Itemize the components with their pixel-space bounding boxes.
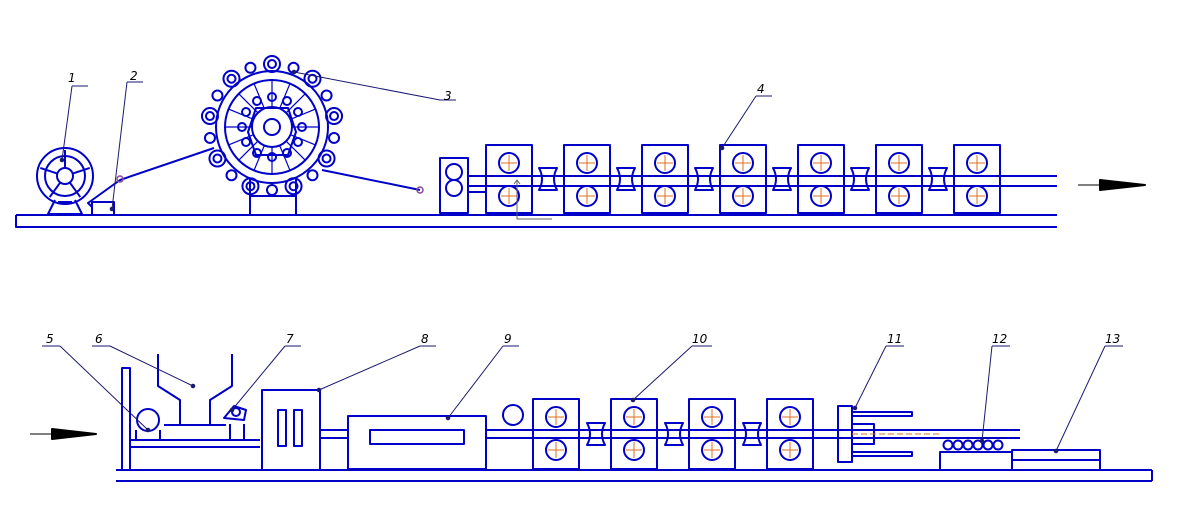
callout-leader [852, 345, 904, 411]
callout-leader [92, 345, 196, 389]
cut-off-unit [837, 405, 940, 463]
sizing-roll-stand [532, 398, 580, 470]
idler-roll [502, 404, 524, 426]
callout-leader [229, 345, 301, 413]
groove-roll [664, 422, 684, 446]
callout-number: 3 [444, 89, 452, 103]
callout-leader [316, 345, 436, 393]
forming-roll-stand [563, 144, 611, 214]
groove-roll [850, 167, 870, 191]
sizing-roll-stand [688, 398, 736, 470]
groove-roll [694, 167, 714, 191]
callout-number: 1 [68, 71, 76, 85]
callout-leader [109, 81, 143, 212]
forming-roll-stand [797, 144, 845, 214]
callout-leader [1053, 345, 1123, 454]
groove-roll [742, 422, 762, 446]
callout-number: 13 [1105, 332, 1120, 346]
callout-leader [445, 345, 519, 421]
forming-roll-stand [875, 144, 923, 214]
forming-roll-stand [719, 144, 767, 214]
sizing-roll-stand [766, 398, 814, 470]
callout-number: 4 [757, 82, 765, 96]
feed-hopper [157, 354, 233, 426]
ucs-marker [513, 179, 552, 220]
wire-strand [87, 147, 424, 208]
lower-base-frame [116, 469, 1153, 482]
callout-number: 5 [46, 332, 54, 346]
callout-number: 7 [286, 332, 294, 346]
payoff-reel [36, 147, 94, 215]
entry-post [121, 367, 260, 471]
sizing-roll-stand [610, 398, 658, 470]
cutter-head [223, 405, 247, 440]
groove-roll [586, 422, 606, 446]
groove-roll [616, 167, 636, 191]
callout-number: 8 [421, 332, 429, 346]
callout-leader [59, 85, 88, 163]
groove-roll [538, 167, 558, 191]
callout-number: 2 [130, 69, 138, 83]
drive-housing [261, 389, 348, 471]
flow-direction-arrow-icon [1078, 179, 1146, 191]
callout-number: 9 [504, 332, 512, 346]
groove-roll [772, 167, 792, 191]
stranding-cage [200, 55, 344, 215]
pinch-roll-stand [439, 157, 469, 214]
callout-leader [979, 345, 1010, 444]
callout-number: 11 [887, 332, 902, 346]
callout-leader [291, 69, 456, 101]
callout-leader [630, 345, 712, 403]
callout-number: 12 [992, 332, 1007, 346]
product-stacker [939, 439, 1013, 471]
flow-direction-arrow-icon [30, 428, 97, 440]
callout-leader [719, 95, 772, 151]
forming-roll-stand [641, 144, 689, 214]
callout-number: 6 [95, 332, 103, 346]
forming-roll-stand [485, 144, 533, 214]
upper-base-frame [15, 214, 1057, 228]
upper-rails [468, 175, 1057, 193]
annealing-bed [347, 415, 1020, 470]
groove-roll [928, 167, 948, 191]
forming-roll-stand [953, 144, 1001, 214]
callout-leader [42, 345, 151, 433]
callout-number: 10 [692, 332, 708, 346]
